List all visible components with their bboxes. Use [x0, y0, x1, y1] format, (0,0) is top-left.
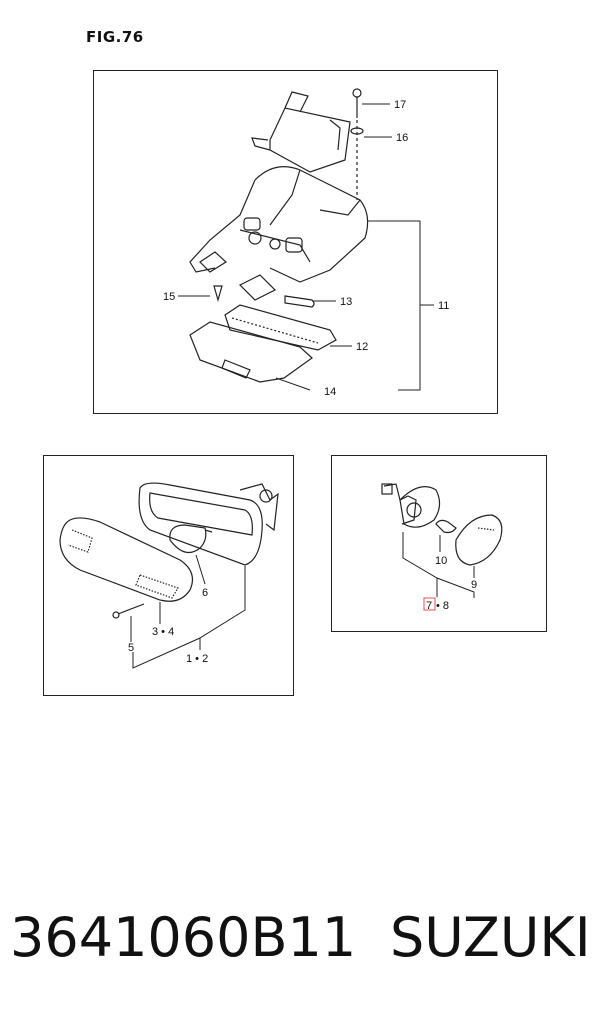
callouts-right: 10 9 7 • 8 [426, 555, 477, 612]
callout-12: 12 [356, 341, 368, 353]
callout-7: 7 [426, 600, 432, 612]
callout-6: 6 [202, 587, 208, 599]
callout-3-4: 3 • 4 [152, 626, 174, 638]
leader-lines-right [402, 532, 475, 598]
figure-label: FIG.76 [86, 28, 144, 46]
leader-lines-top [178, 103, 434, 391]
callout-10: 10 [435, 555, 447, 567]
callout-8: • 8 [436, 600, 449, 612]
diagram-panel-right [331, 455, 547, 632]
callouts-top: 17 16 15 13 11 12 14 [163, 99, 449, 398]
callout-16: 16 [396, 132, 408, 144]
part-number: 3641060B11 [10, 906, 357, 969]
callout-13: 13 [340, 296, 352, 308]
side-turn-lamp-assembly [59, 482, 279, 619]
callout-1-2: 1 • 2 [186, 653, 208, 665]
callout-5: 5 [128, 642, 134, 654]
callout-11: 11 [438, 300, 449, 312]
callout-15: 15 [163, 291, 175, 303]
brand-name: SUZUKI [390, 906, 591, 969]
leader-lines-left [130, 554, 246, 669]
diagram-panel-left [43, 455, 294, 696]
callout-9: 9 [471, 579, 477, 591]
callout-17: 17 [394, 99, 406, 111]
highlight-box [423, 597, 436, 611]
diagram-panel-top [93, 70, 498, 414]
dome-lamp-assembly [189, 88, 369, 383]
side-marker-lamp-assembly [381, 483, 503, 566]
callout-14: 14 [324, 386, 336, 398]
callouts-left: 6 3 • 4 5 1 • 2 [128, 587, 208, 665]
